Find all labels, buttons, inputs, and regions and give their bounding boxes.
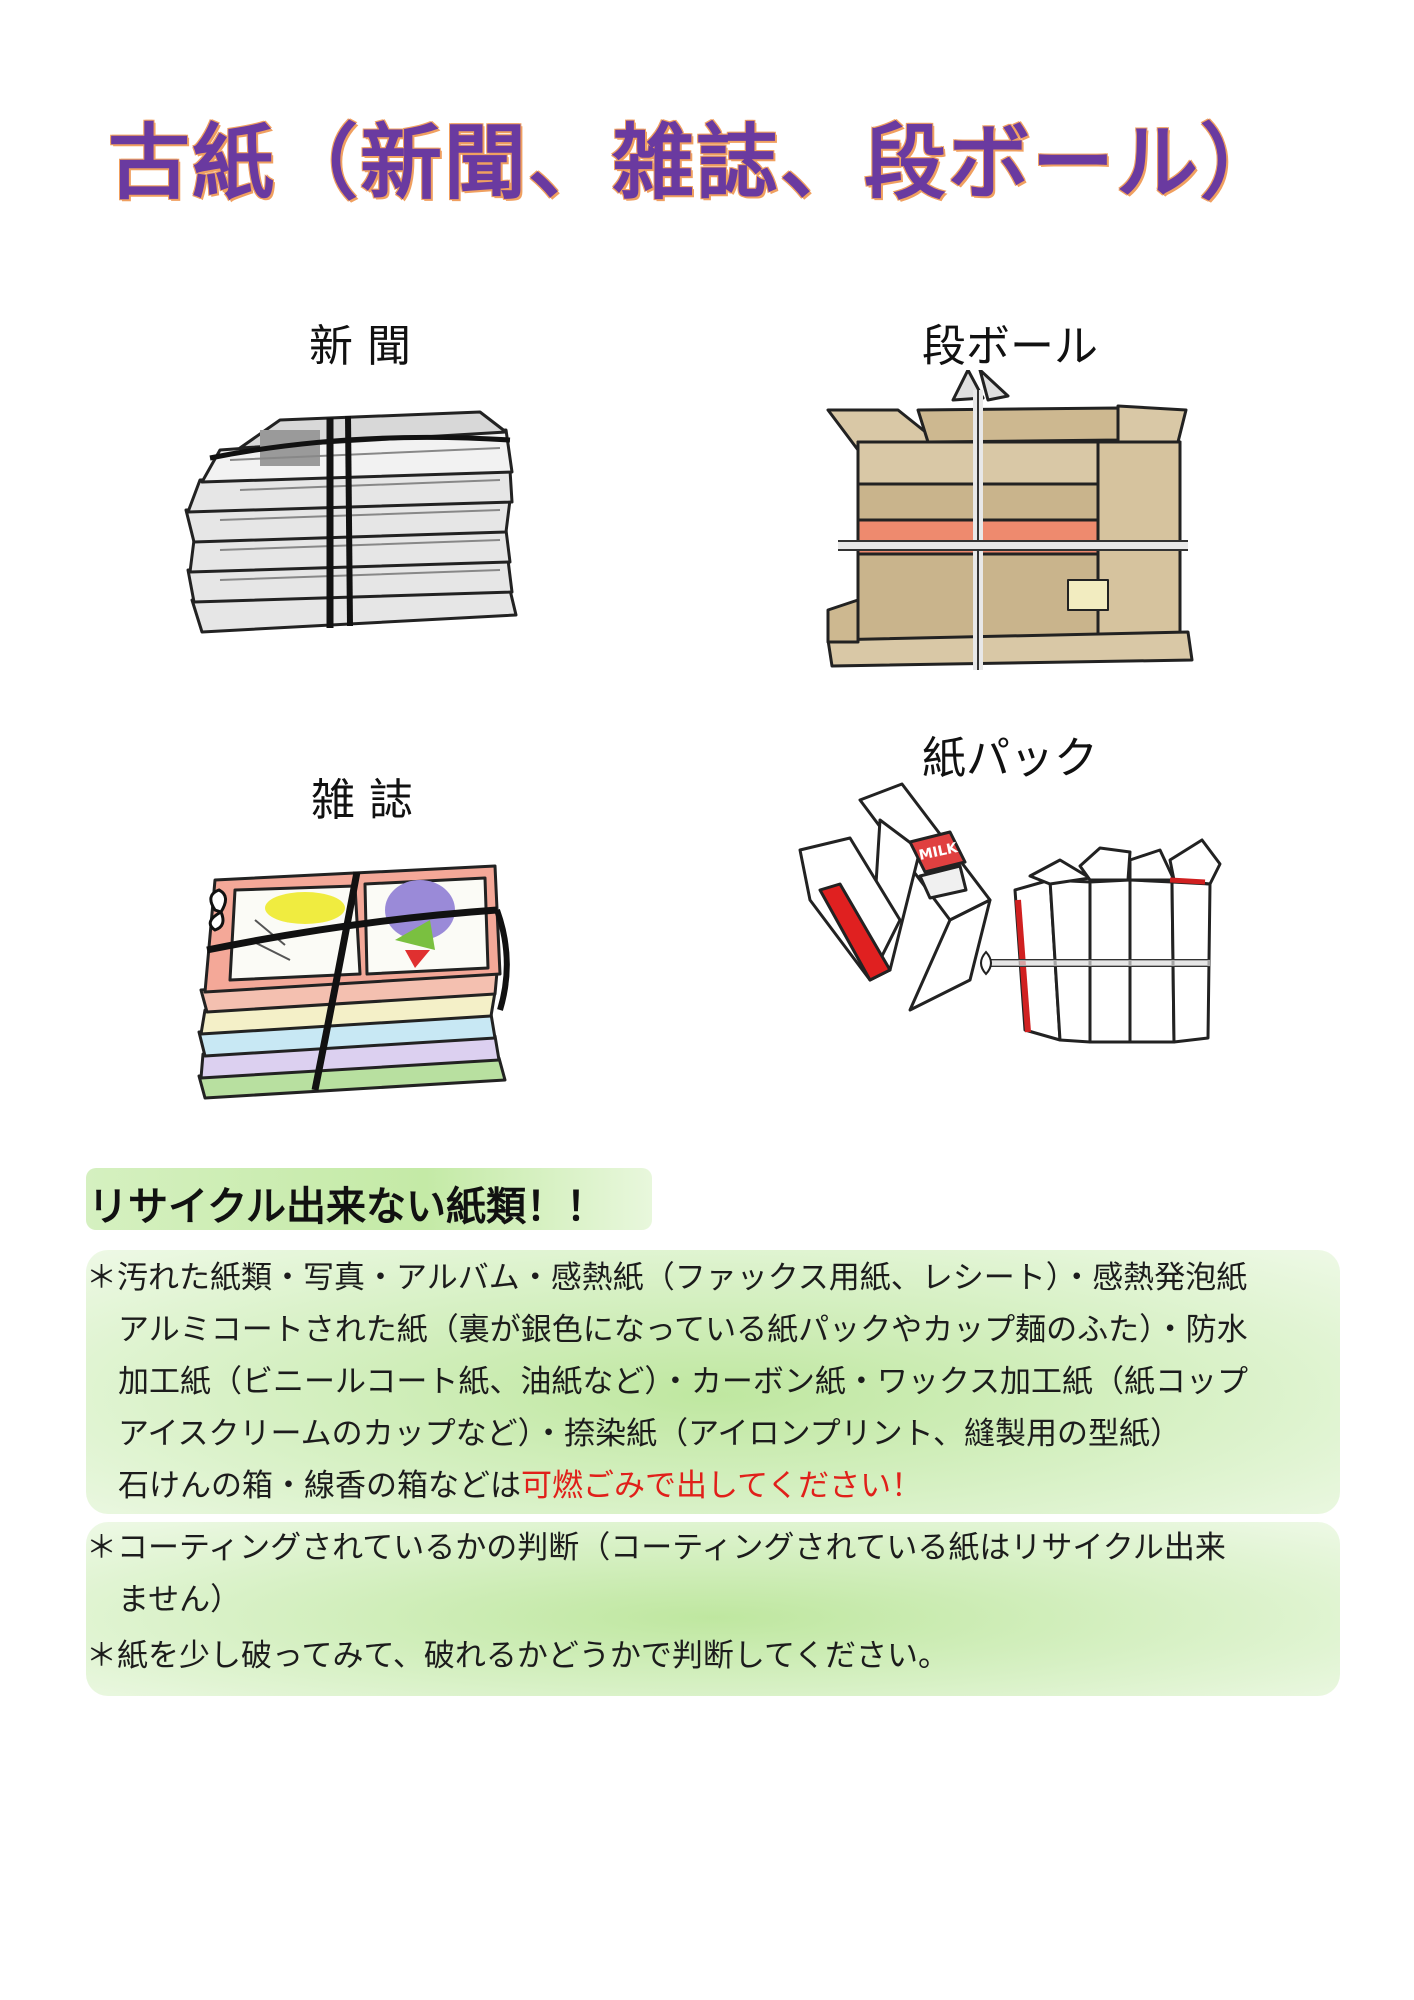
non-recyclable-line-5: 石けんの箱・線香の箱などは可燃ごみで出してください！ (118, 1466, 922, 1506)
label-paper-pack: 紙パック (922, 733, 1098, 784)
judgement-line-1: ＊コーティングされているかの判断（コーティングされている紙はリサイクル出来 (86, 1530, 1226, 1566)
non-recyclable-line-4: アイスクリームのカップなど）・捺染紙（アイロンプリント、縫製用の型紙） (118, 1416, 1181, 1452)
magazine-bundle-illustration (197, 864, 510, 1100)
label-cardboard: 段ボール (922, 321, 1098, 372)
newspaper-bundle-illustration (184, 410, 518, 634)
judgement-line-2: ません） (118, 1582, 242, 1618)
burnable-garbage-emphasis: 可燃ごみで出してください！ (521, 1468, 923, 1504)
label-magazine: 雑 誌 (311, 775, 413, 826)
label-newspaper: 新 聞 (309, 321, 411, 372)
non-recyclable-heading: リサイクル出来ない紙類！！ (88, 1184, 606, 1230)
non-recyclable-banner: リサイクル出来ない紙類！！ (86, 1168, 652, 1230)
non-recyclable-line-3: 加工紙（ビニールコート紙、油紙など）・カーボン紙・ワックス加工紙（紙コップ (118, 1364, 1248, 1400)
judgement-line-3: ＊紙を少し破ってみて、破れるかどうかで判断してください。 (86, 1638, 950, 1674)
cardboard-bundle-illustration (826, 370, 1194, 670)
non-recyclable-line-1: ＊汚れた紙類・写真・アルバム・感熱紙（ファックス用紙、レシート）・感熱発泡紙 (86, 1260, 1248, 1296)
non-recyclable-line-2: アルミコートされた紙（裏が銀色になっている紙パックやカップ麺のふた）・防水 (118, 1312, 1248, 1348)
paper-pack-illustration: MILK (798, 782, 1222, 1044)
coating-judgement-box: ＊コーティングされているかの判断（コーティングされている紙はリサイクル出来 ませ… (86, 1522, 1340, 1696)
page-title: 古紙（新聞、雑誌、段ボール） (108, 116, 1285, 211)
non-recyclable-last-prefix: 石けんの箱・線香の箱などは (118, 1468, 521, 1504)
non-recyclable-list-box: ＊汚れた紙類・写真・アルバム・感熱紙（ファックス用紙、レシート）・感熱発泡紙 ア… (86, 1250, 1340, 1514)
